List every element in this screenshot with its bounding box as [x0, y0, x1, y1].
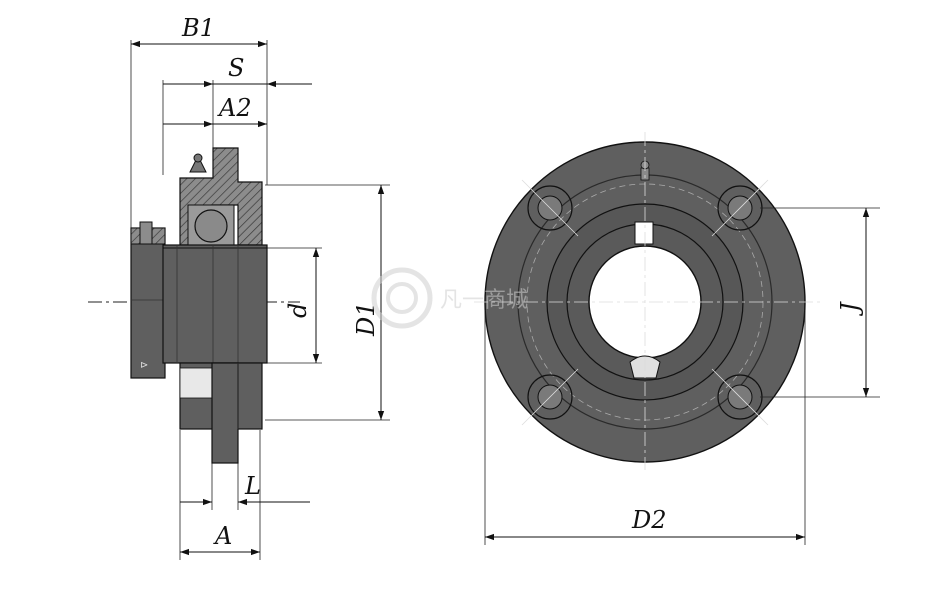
inner-ring — [162, 244, 268, 364]
housing-section — [179, 147, 263, 246]
label-a: A — [213, 522, 232, 550]
ball-icon — [194, 209, 228, 243]
label-j: J — [836, 301, 864, 317]
label-d: d — [284, 303, 312, 318]
locking-collar: ⊳ — [130, 221, 166, 379]
watermark: 凡一商城 — [371, 267, 528, 329]
set-screw-slot — [634, 221, 654, 245]
side-view: ⊳ — [88, 40, 390, 560]
bearing-logo-icon — [371, 267, 433, 329]
bolt-holes — [521, 179, 769, 426]
housing-lower — [179, 362, 263, 464]
label-s: S — [228, 54, 244, 82]
label-a2: A2 — [217, 94, 252, 122]
label-l: L — [244, 472, 261, 500]
label-b1: B1 — [181, 14, 215, 42]
watermark-text: 凡一商城 — [440, 288, 528, 313]
label-d2: D2 — [631, 506, 667, 534]
front-view — [474, 132, 880, 545]
svg-text:⊳: ⊳ — [140, 360, 148, 371]
dimensions — [131, 40, 870, 556]
